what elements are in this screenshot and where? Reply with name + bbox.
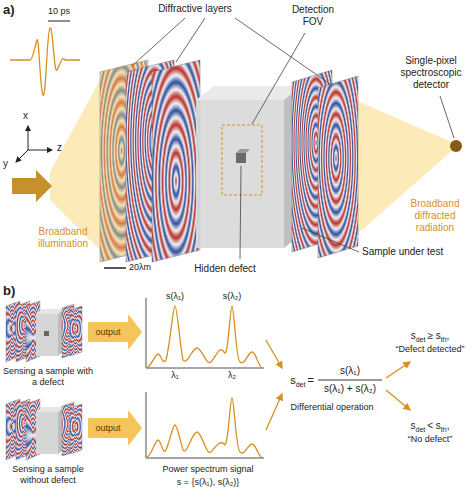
scale-label: 10 ps — [48, 6, 88, 17]
math-symbol: s — [411, 420, 416, 432]
caption: Sensing a sample without defect — [2, 464, 94, 486]
caption: Power spectrum signal — [140, 464, 276, 475]
math-symbol: s — [411, 330, 416, 342]
part-label: Diffractive layers — [140, 3, 250, 15]
subscript: det — [296, 381, 306, 389]
math-symbol: = — [307, 374, 313, 387]
signal-label: s(λ₂) — [207, 291, 257, 302]
beam-label: Broadband diffracted radiation — [398, 198, 472, 234]
formula-row: sdet< sth, — [388, 420, 472, 432]
formula-row: sdet≥ sth, — [388, 330, 472, 342]
panel-label: a) — [3, 2, 27, 18]
formula: s = {s(λ₁), s(λ₂)} — [140, 477, 276, 488]
math-symbol: , — [447, 330, 450, 342]
formula-term: s(λ₁) — [318, 365, 382, 377]
subscript: det — [416, 426, 426, 434]
part-label: Hidden defect — [185, 263, 265, 275]
math-symbol: < s — [427, 420, 441, 432]
scale-label: 20λm — [129, 262, 159, 273]
subscript: det — [416, 336, 426, 344]
outcome-label: “Defect detected” — [388, 344, 472, 355]
formula-row: sdet= — [286, 374, 318, 387]
caption: Sensing a sample with a defect — [2, 366, 94, 388]
outcome-label: “No defect” — [388, 434, 472, 445]
axis-label: y — [3, 158, 15, 170]
axis-label: x — [23, 110, 35, 122]
math-symbol: ≥ s — [427, 330, 440, 342]
signal-label: s(λ₁) — [150, 291, 200, 302]
subscript: th — [441, 426, 447, 434]
formula-term: s(λ₁) + s(λ₂) — [316, 383, 384, 395]
part-label: Single-pixel spectroscopic detector — [390, 55, 472, 91]
subscript: th — [441, 336, 447, 344]
axis-label: λ₂ — [222, 370, 242, 381]
math-symbol: , — [447, 420, 450, 432]
math-symbol: s — [290, 374, 296, 387]
arrow-label: output — [88, 327, 128, 338]
axis-label: λ₁ — [165, 370, 185, 381]
beam-label: Broadband illumination — [28, 226, 98, 250]
part-label: Sample under test — [362, 246, 470, 258]
part-label: Detection FOV — [282, 4, 344, 28]
caption: Differential operation — [280, 402, 384, 413]
panel-label: b) — [3, 283, 27, 299]
arrow-label: output — [88, 423, 128, 434]
axis-label: z — [57, 142, 69, 154]
